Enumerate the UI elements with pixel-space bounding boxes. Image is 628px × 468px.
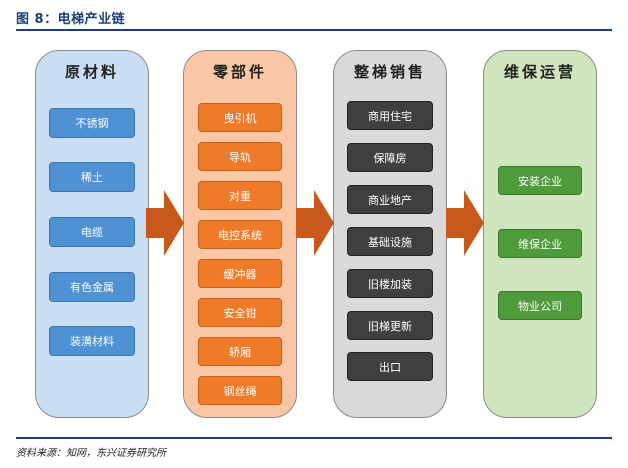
raw-item-nonferrous-metal: 有色金属 bbox=[49, 272, 135, 302]
sales-item-commercial-real-estate: 商业地产 bbox=[347, 185, 433, 214]
column-maintenance-operation: 维保运营 安装企业 维保企业 物业公司 bbox=[483, 50, 597, 418]
source-note: 资料来源：知网，东兴证券研究所 bbox=[16, 448, 166, 459]
column-elevator-sales: 整梯销售 商用住宅 保障房 商业地产 基础设施 旧楼加装 旧梯更新 出口 bbox=[333, 50, 447, 418]
column-raw-materials: 原材料 不锈钢 稀土 电缆 有色金属 装潢材料 bbox=[35, 50, 149, 418]
part-item-counterweight: 对重 bbox=[198, 181, 282, 210]
sales-item-old-building-retrofit: 旧楼加装 bbox=[347, 269, 433, 298]
column-header-components: 零部件 bbox=[212, 63, 267, 81]
figure-title: 图 8：电梯产业链 bbox=[16, 12, 126, 27]
part-item-wire-rope: 钢丝绳 bbox=[198, 376, 282, 405]
part-item-traction-machine: 曳引机 bbox=[198, 103, 282, 132]
raw-item-cable: 电缆 bbox=[49, 217, 135, 247]
column-header-raw-materials: 原材料 bbox=[64, 63, 119, 81]
column-components: 零部件 曳引机 导轨 对重 电控系统 缓冲器 安全钳 轿厢 钢丝绳 bbox=[183, 50, 297, 418]
ops-item-installation-company: 安装企业 bbox=[498, 166, 582, 195]
bottom-rule bbox=[16, 437, 612, 439]
column-header-maintenance-operation: 维保运营 bbox=[503, 63, 576, 81]
raw-item-stainless-steel: 不锈钢 bbox=[49, 108, 135, 138]
part-item-guide-rail: 导轨 bbox=[198, 142, 282, 171]
sales-item-affordable-housing: 保障房 bbox=[347, 143, 433, 172]
part-item-control-system: 电控系统 bbox=[198, 220, 282, 249]
part-item-buffer: 缓冲器 bbox=[198, 259, 282, 288]
sales-item-export: 出口 bbox=[347, 352, 433, 381]
sales-item-infrastructure: 基础设施 bbox=[347, 227, 433, 256]
top-rule bbox=[16, 29, 612, 31]
part-item-safety-gear: 安全钳 bbox=[198, 298, 282, 327]
ops-item-maintenance-company: 维保企业 bbox=[498, 229, 582, 258]
part-item-car: 轿厢 bbox=[198, 337, 282, 366]
flow-arrow-1 bbox=[146, 190, 184, 256]
raw-item-decoration-material: 装潢材料 bbox=[49, 326, 135, 356]
flow-arrow-2 bbox=[296, 190, 334, 256]
sales-item-old-elevator-renewal: 旧梯更新 bbox=[347, 311, 433, 340]
ops-item-property-company: 物业公司 bbox=[498, 291, 582, 320]
column-header-elevator-sales: 整梯销售 bbox=[353, 63, 426, 81]
flow-arrow-3 bbox=[446, 190, 484, 256]
sales-item-commercial-residential: 商用住宅 bbox=[347, 101, 433, 130]
raw-item-rare-earth: 稀土 bbox=[49, 162, 135, 192]
